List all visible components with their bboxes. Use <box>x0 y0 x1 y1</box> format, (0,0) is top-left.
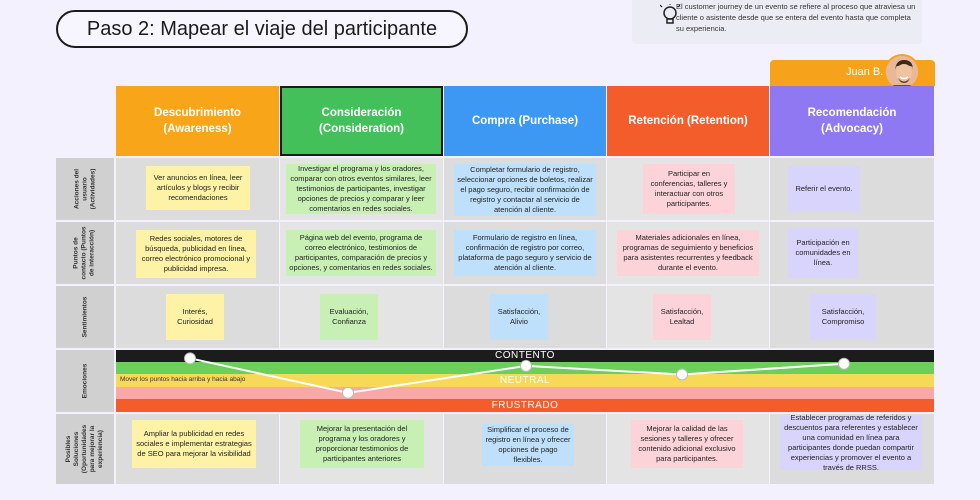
sticky-note-actions-3[interactable]: Completar formulario de registro, selecc… <box>454 164 596 216</box>
row-label-feelings: Sentimientos <box>56 286 114 348</box>
cell-feelings-5: Satisfacción, Compromiso <box>770 286 934 348</box>
emotion-top-label: CONTENTO <box>495 350 555 361</box>
cell-feelings-1: Interés, Curiosidad <box>116 286 279 348</box>
emotion-point-2[interactable] <box>342 386 354 399</box>
emotion-mid-label: NEUTRAL <box>499 375 551 386</box>
row-label-text: Emociones <box>81 363 88 399</box>
sticky-note-touchpoints-4[interactable]: Materiales adicionales en línea, program… <box>617 230 759 276</box>
stage-header-1: Descubrimiento (Awareness) <box>116 86 279 156</box>
cell-touchpoints-3: Formulario de registro en línea, confirm… <box>444 222 606 284</box>
sticky-note-solutions-2[interactable]: Mejorar la presentación del programa y l… <box>300 420 424 468</box>
cell-solutions-2: Mejorar la presentación del programa y l… <box>280 414 443 484</box>
row-label-text: Puntos de contacto (Puntos de interacció… <box>73 226 96 280</box>
cell-feelings-4: Satisfacción, Lealtad <box>607 286 769 348</box>
sticky-note-actions-2[interactable]: Investigar el programa y los oradores, c… <box>286 164 436 214</box>
stage-label: Compra (Purchase) <box>471 115 579 127</box>
sticky-note-actions-4[interactable]: Participar en conferencias, talleres y i… <box>643 164 735 214</box>
row-label-actions: Acciones del usuario (Actividades) <box>56 158 114 220</box>
sticky-note-touchpoints-5[interactable]: Participación en comunidades en línea. <box>788 228 858 278</box>
sticky-note-touchpoints-1[interactable]: Redes sociales, motores de búsqueda, pub… <box>136 230 256 278</box>
cell-solutions-3: Simplificar el proceso de registro en lí… <box>444 414 606 484</box>
lightbulb-icon <box>660 4 680 24</box>
avatar <box>884 54 920 90</box>
sticky-note-actions-5[interactable]: Referir el evento. <box>788 166 860 212</box>
emotion-curve <box>189 357 845 394</box>
cell-actions-1: Ver anuncios en línea, leer artículos y … <box>116 158 279 220</box>
sticky-note-feelings-5[interactable]: Satisfacción, Compromiso <box>810 294 876 340</box>
persona-name: Juan B. <box>846 66 884 78</box>
stage-header-2: Consideración (Consideration) <box>280 86 443 156</box>
cell-feelings-3: Satisfacción, Alivio <box>444 286 606 348</box>
info-note: El customer journey de un evento se refi… <box>632 0 922 44</box>
note-text: El customer journey de un evento se refi… <box>676 2 916 33</box>
emotion-band: CONTENTO NEUTRAL FRUSTRADO Mover los pun… <box>116 350 934 412</box>
cell-actions-3: Completar formulario de registro, selecc… <box>444 158 606 220</box>
cell-touchpoints-1: Redes sociales, motores de búsqueda, pub… <box>116 222 279 284</box>
row-label-solutions: Posibles Soluciones (Oportunidades para … <box>56 414 114 484</box>
emotion-point-5[interactable] <box>838 357 850 370</box>
sticky-note-feelings-3[interactable]: Satisfacción, Alivio <box>490 294 548 340</box>
emotion-point-4[interactable] <box>676 368 688 381</box>
cell-solutions-1: Ampliar la publicidad en redes sociales … <box>116 414 279 484</box>
cell-actions-4: Participar en conferencias, talleres y i… <box>607 158 769 220</box>
cell-touchpoints-2: Página web del evento, programa de corre… <box>280 222 443 284</box>
emotion-hint: Mover los puntos hacia arriba y hacia ab… <box>120 376 246 383</box>
row-label-text: Posibles Soluciones (Oportunidades para … <box>64 424 104 474</box>
stage-label: Descubrimiento (Awareness) <box>154 107 241 135</box>
sticky-note-feelings-2[interactable]: Evaluación, Confianza <box>320 294 378 340</box>
sticky-note-solutions-4[interactable]: Mejorar la calidad de las sesiones y tal… <box>631 420 743 468</box>
cell-actions-2: Investigar el programa y los oradores, c… <box>280 158 443 220</box>
sticky-note-solutions-5[interactable]: Establecer programas de referidos y desc… <box>780 413 922 472</box>
sticky-note-touchpoints-2[interactable]: Página web del evento, programa de corre… <box>286 230 436 276</box>
cell-solutions-4: Mejorar la calidad de las sesiones y tal… <box>607 414 769 484</box>
sticky-note-feelings-1[interactable]: Interés, Curiosidad <box>166 294 224 340</box>
row-label-text: Acciones del usuario (Actividades) <box>72 168 96 210</box>
stage-label: Recomendación (Advocacy) <box>807 107 897 135</box>
row-label-text: Sentimientos <box>81 296 88 338</box>
page-title: Paso 2: Mapear el viaje del participante <box>56 10 468 48</box>
sticky-note-feelings-4[interactable]: Satisfacción, Lealtad <box>653 294 711 340</box>
cell-touchpoints-4: Materiales adicionales en línea, program… <box>607 222 769 284</box>
stage-label: Retención (Retention) <box>628 115 748 127</box>
sticky-note-solutions-1[interactable]: Ampliar la publicidad en redes sociales … <box>132 420 256 468</box>
sticky-note-touchpoints-3[interactable]: Formulario de registro en línea, confirm… <box>454 230 596 276</box>
stage-header-4: Retención (Retention) <box>607 86 769 156</box>
cell-actions-5: Referir el evento. <box>770 158 934 220</box>
sticky-note-solutions-3[interactable]: Simplificar el proceso de registro en lí… <box>482 424 574 466</box>
cell-solutions-5: Establecer programas de referidos y desc… <box>770 413 934 484</box>
emotion-bottom-label: FRUSTRADO <box>491 400 559 411</box>
row-label-touchpoints: Puntos de contacto (Puntos de interacció… <box>56 222 114 284</box>
stage-header-3: Compra (Purchase) <box>444 86 606 156</box>
cell-touchpoints-5: Participación en comunidades en línea. <box>770 222 934 284</box>
row-label-emotions: Emociones <box>56 350 114 412</box>
emotion-point-1[interactable] <box>184 352 196 365</box>
sticky-note-actions-1[interactable]: Ver anuncios en línea, leer artículos y … <box>146 166 250 210</box>
emotion-point-3[interactable] <box>520 359 532 372</box>
cell-feelings-2: Evaluación, Confianza <box>280 286 443 348</box>
stage-header-5: Recomendación (Advocacy) <box>770 86 934 156</box>
stage-label: Consideración (Consideration) <box>319 107 404 135</box>
